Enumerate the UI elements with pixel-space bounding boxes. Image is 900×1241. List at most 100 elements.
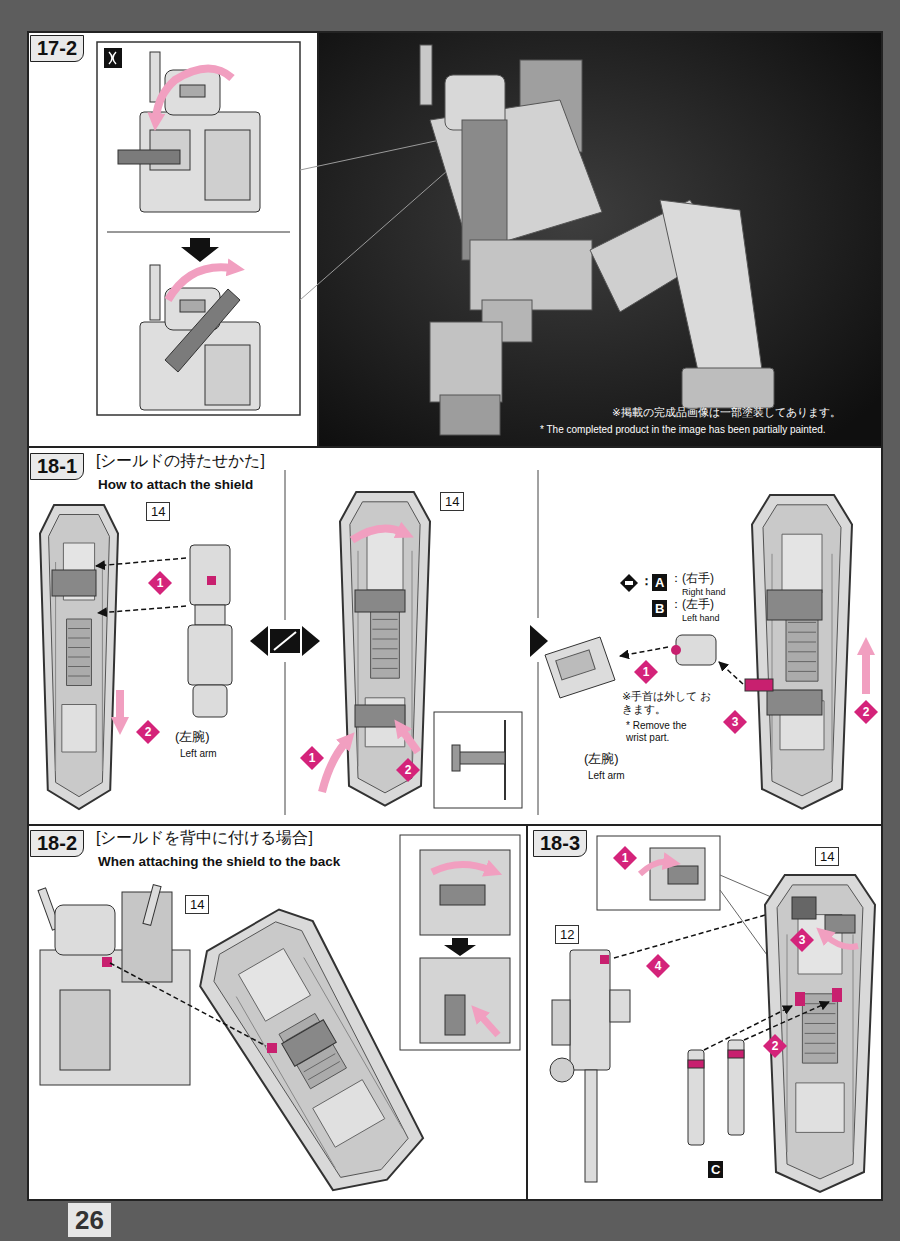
rotate-arrow: [322, 742, 346, 792]
grip-detail: [452, 720, 505, 800]
part-number: 14: [185, 895, 209, 914]
callout-number: 2: [856, 704, 876, 720]
pose-icon: [104, 48, 122, 68]
beam-rifle: [552, 1000, 570, 1045]
note-text: ※手首は外して おきます。: [622, 690, 714, 715]
completed-model: [420, 45, 774, 435]
page-sheet: [28, 32, 882, 1200]
step-number: 17-2: [30, 35, 84, 62]
note-text: ：: [640, 574, 653, 589]
part-number: 14: [440, 492, 464, 511]
part-number-box: 12: [555, 925, 579, 944]
robot-figure: [180, 300, 205, 312]
push-arrow: [480, 1015, 498, 1035]
push-arrow: [116, 690, 124, 722]
down-arrow: [181, 238, 219, 262]
divider-rule: [538, 470, 539, 618]
robot-back: [122, 892, 172, 982]
rotate-arrow: [826, 936, 858, 947]
callout-diamond: [634, 660, 658, 684]
panel-rule: [526, 825, 528, 1200]
dashed-arrow: [719, 662, 743, 684]
shield-grip: [355, 590, 405, 612]
detail-inset: [400, 835, 520, 1050]
callout-number: 1: [150, 575, 170, 591]
step-number: 18-2: [30, 830, 84, 857]
panel-rule: [317, 32, 319, 447]
robot-back: [55, 905, 115, 955]
page-number: 26: [68, 1203, 111, 1237]
callout-diamond: [300, 746, 324, 770]
swap-icon: [274, 632, 296, 650]
step-heading: [シールドの持たせかた]: [96, 451, 265, 472]
beam-rifle: [570, 950, 610, 1070]
next-arrow: [530, 625, 548, 657]
callout-number: 1: [636, 664, 656, 680]
grip-detail: [420, 958, 510, 1043]
part-number: 14: [815, 847, 839, 866]
step-number-box: 17-2: [30, 35, 84, 62]
part-number: 12: [555, 925, 579, 944]
part-letter: B: [652, 600, 667, 617]
part-number-box: 14: [146, 502, 170, 521]
note-text: * Remove the wrist part.: [626, 720, 708, 743]
down-arrow: [444, 938, 476, 956]
step-number-box: 18-2[シールドを背中に付ける場合]When attaching the sh…: [30, 830, 84, 857]
step-number-box: 18-3: [533, 830, 587, 857]
step-number-box: 18-1[シールドの持たせかた]How to attach the shield: [30, 453, 84, 480]
part-letter: A: [652, 574, 667, 591]
c-part: [688, 1060, 704, 1068]
rotate-arrow: [168, 267, 232, 300]
push-arrow: [402, 730, 418, 752]
rotate-arrow: [640, 862, 668, 874]
dashed-arrow: [96, 558, 186, 613]
note-text: (左腕): [584, 752, 619, 767]
dashed-arrow: [744, 1002, 829, 1040]
shield-drawing: [752, 495, 852, 809]
robot-back: [143, 885, 161, 926]
detail-inset: [434, 712, 522, 808]
magenta-slot: [267, 1043, 277, 1053]
completed-model: [430, 322, 502, 402]
robot-figure: [180, 85, 205, 97]
grip-detail: [420, 850, 510, 935]
dashed-arrow: [96, 558, 186, 566]
inset-frame: [97, 42, 300, 415]
beam-rifle: [550, 1058, 574, 1082]
robot-figure: [118, 150, 180, 164]
robot-figure: [165, 289, 240, 372]
swap-icon: [250, 626, 268, 656]
beam-rifle: [585, 1070, 597, 1182]
callout-number: 2: [765, 1038, 785, 1054]
forearm: [545, 637, 615, 698]
robot-figure: [118, 52, 260, 212]
part-letter-box: C: [708, 1160, 723, 1178]
step-heading: [シールドを背中に付ける場合]: [96, 828, 313, 849]
note-text: Right hand: [682, 587, 726, 597]
swap-icon: [302, 626, 320, 656]
hand-icon: [620, 574, 638, 592]
callout-number: 1: [302, 750, 322, 766]
detail-inset: [597, 836, 720, 910]
part-number: 14: [146, 502, 170, 521]
hand-icon: [620, 574, 638, 592]
dashed-arrow: [620, 647, 743, 684]
part-letter-box: B: [652, 599, 667, 617]
pose-icon: [109, 52, 116, 64]
divider-rule: [285, 662, 286, 815]
note-text: Left hand: [682, 613, 720, 623]
swap-icon: [270, 629, 300, 653]
completed-model: [420, 45, 432, 105]
left-arm: [195, 605, 225, 625]
callout-diamond: [613, 846, 637, 870]
note-text: ：(右手): [670, 572, 714, 586]
inset-divider: [107, 232, 290, 233]
callout-number: 2: [398, 762, 418, 778]
left-arm: [190, 545, 230, 605]
callout-diamond: [136, 571, 878, 1058]
robot-figure: [205, 345, 250, 405]
push-arrow: [862, 650, 870, 694]
swap-icon: [250, 626, 320, 656]
